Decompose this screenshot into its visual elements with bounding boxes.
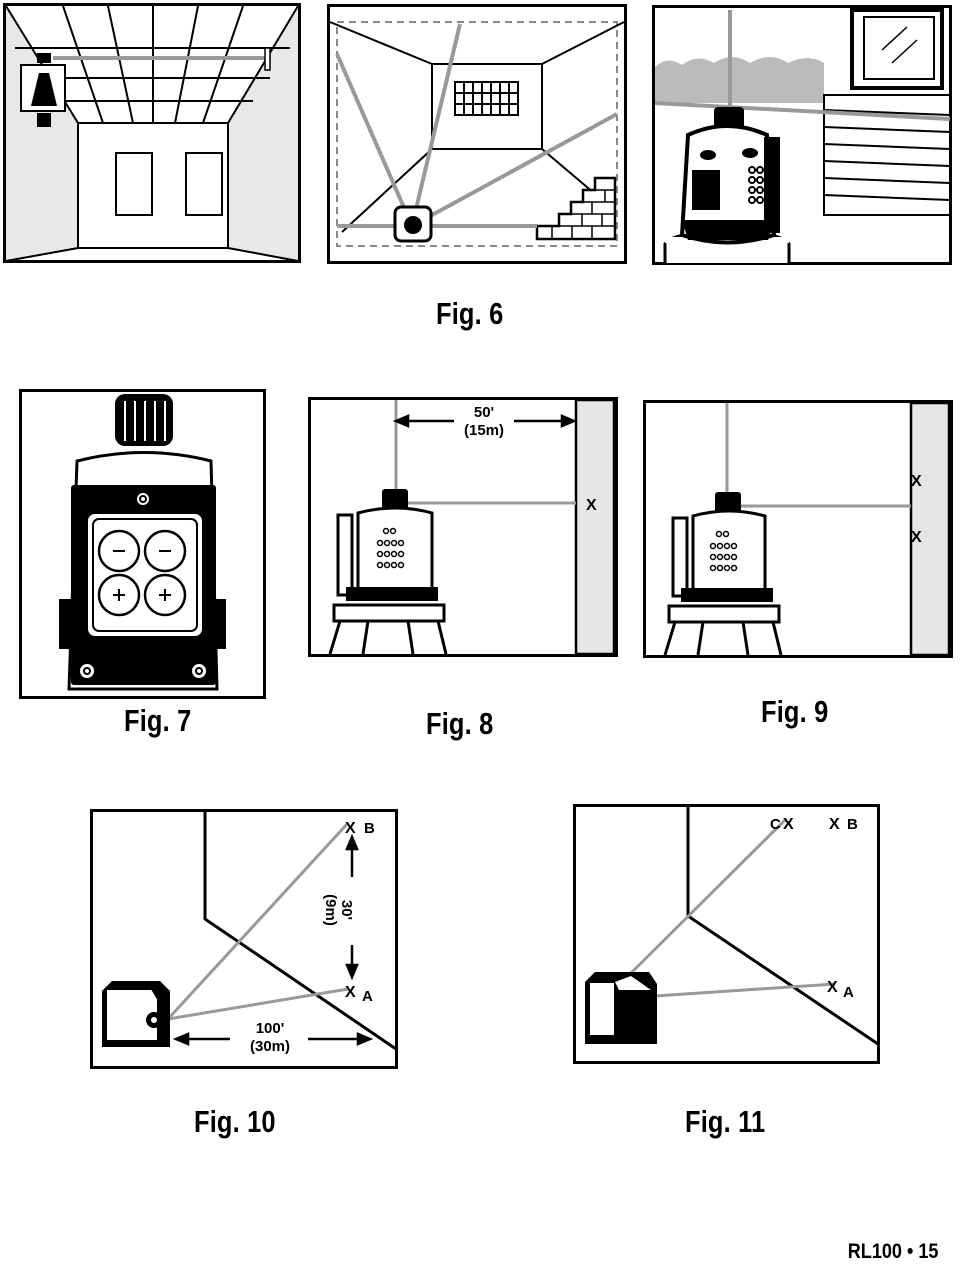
fig10-horizontal-meters: (30m) [250, 1038, 290, 1055]
fig6-window-room-panel [652, 5, 952, 265]
fig6-ceiling-room-panel [3, 3, 301, 263]
laser-unit-icon [20, 53, 66, 127]
fig8-caption: Fig. 8 [426, 706, 494, 741]
fig10-mark-a: X [345, 984, 356, 1001]
fig10-point-b: B [364, 820, 375, 837]
fig8-dimension-meters: (15m) [464, 422, 504, 439]
laser-unit-icon [393, 205, 433, 243]
laser-unit-icon [336, 489, 438, 601]
brick-stair-icon [535, 176, 617, 241]
fig9-lower-mark: X [911, 529, 922, 546]
fig11-point-c: C [770, 816, 781, 833]
fig11-mark-a: X [827, 979, 838, 996]
fig11-mark-b: X [829, 816, 840, 833]
fig11-caption: Fig. 11 [685, 1104, 766, 1139]
fig7-caption: Fig. 7 [124, 703, 192, 738]
battery-icon [97, 529, 187, 617]
fig9-upper-mark: X [911, 473, 922, 490]
fig9-marks-panel: X X [643, 400, 953, 658]
page-footer: RL100 • 15 [847, 1240, 938, 1263]
fig10-mark-b: X [345, 820, 356, 837]
fig6-caption: Fig. 6 [436, 296, 504, 331]
fig8-dimension-feet: 50' [474, 404, 494, 421]
fig8-distance-panel: 50' (15m) X [308, 397, 618, 657]
fig7-battery-panel [19, 389, 266, 699]
fig11-point-b: B [847, 816, 858, 833]
laser-unit-icon [585, 972, 657, 1044]
fig8-mark: X [586, 497, 597, 514]
fig11-point-a: A [843, 984, 854, 1001]
rotary-laser-icon [679, 107, 780, 245]
laser-unit-icon [102, 981, 170, 1047]
fig10-point-a: A [362, 988, 373, 1005]
fig11-corner-panel: C X X B X A [573, 804, 880, 1064]
fig10-vertical-meters: (9m) [322, 894, 339, 926]
fig11-mark-c: X [783, 816, 794, 833]
fig9-caption: Fig. 9 [761, 694, 829, 729]
fig10-corner-panel: X B X A 30' (9m) 100' (30m) [90, 809, 398, 1069]
fig6-perspective-room-panel [327, 4, 627, 264]
fig10-caption: Fig. 10 [194, 1104, 276, 1139]
fig10-horizontal-feet: 100' [256, 1020, 285, 1037]
laser-unit-icon [671, 492, 773, 602]
fig10-vertical-feet: 30' [338, 900, 355, 920]
